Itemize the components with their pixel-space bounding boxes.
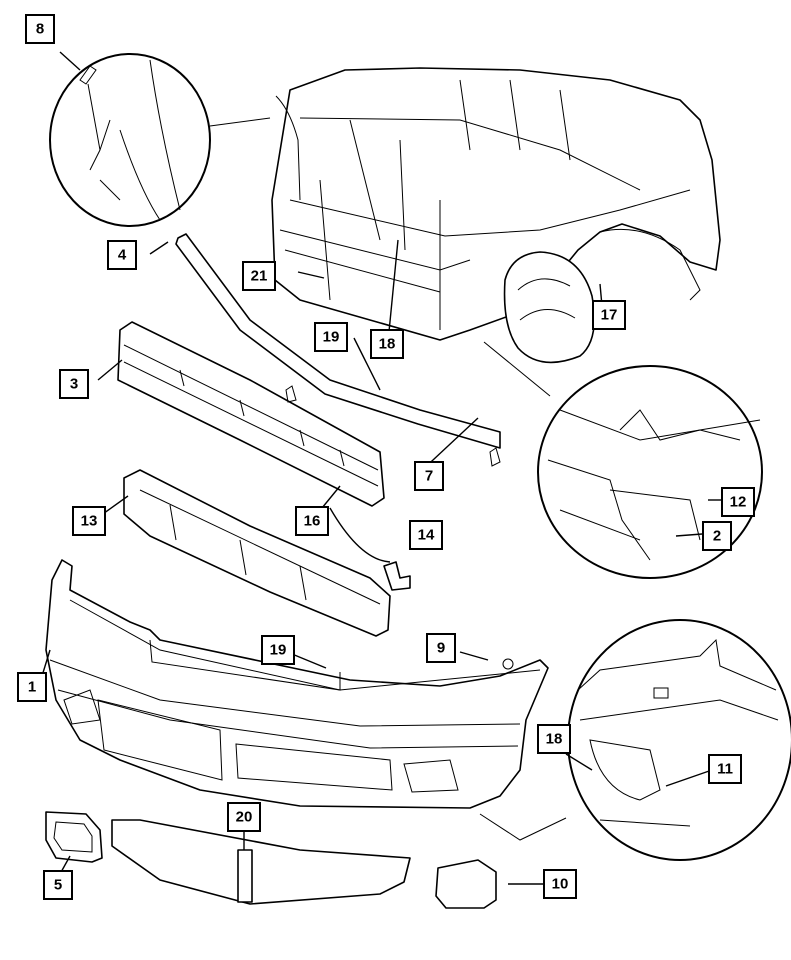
- callout-14-label: 14: [418, 527, 435, 544]
- callout-10: 10: [543, 869, 577, 899]
- callout-4: 4: [107, 240, 137, 270]
- callout-16-label: 16: [304, 513, 321, 530]
- callout-20: 20: [227, 802, 261, 832]
- leader-lines: [41, 51, 724, 885]
- part-20-grille: [111, 819, 411, 905]
- callout-18-detail-label: 18: [546, 731, 563, 748]
- callout-16: 16: [295, 506, 329, 536]
- part-10-cover: [435, 859, 497, 909]
- callout-21: 21: [242, 261, 276, 291]
- callout-3-label: 3: [70, 376, 78, 393]
- part-3-beam: [117, 321, 385, 507]
- callout-3: 3: [59, 369, 89, 399]
- callout-8-label: 8: [36, 21, 44, 38]
- callout-13: 13: [72, 506, 106, 536]
- callout-1: 1: [17, 672, 47, 702]
- callout-12-label: 12: [730, 494, 747, 511]
- callout-12: 12: [721, 487, 755, 517]
- callout-19-mid-label: 19: [270, 642, 287, 659]
- clip-7: [489, 447, 501, 467]
- callout-2: 2: [702, 521, 732, 551]
- callout-18-top: 18: [370, 329, 404, 359]
- callout-19-mid: 19: [261, 635, 295, 665]
- callout-2-label: 2: [713, 528, 721, 545]
- callout-11: 11: [708, 754, 742, 784]
- callout-18-top-label: 18: [379, 336, 396, 353]
- callout-17: 17: [592, 300, 626, 330]
- callout-13-label: 13: [81, 513, 98, 530]
- callout-10-label: 10: [552, 876, 569, 893]
- part-1-fascia: [45, 559, 549, 809]
- callout-18-detail: 18: [537, 724, 571, 754]
- part-5-bezel: [45, 811, 103, 863]
- callout-14: 14: [409, 520, 443, 550]
- callout-8: 8: [25, 14, 55, 44]
- part-13-absorber: [123, 469, 391, 637]
- callout-21-label: 21: [251, 268, 268, 285]
- part-4-strip: [175, 233, 501, 449]
- callout-7: 7: [414, 461, 444, 491]
- part-14-bracket: [383, 561, 411, 591]
- clip-19-top: [285, 385, 297, 403]
- callout-9-label: 9: [437, 640, 445, 657]
- callout-11-label: 11: [717, 761, 733, 778]
- detail-circle-8: [49, 53, 271, 227]
- callout-20-label: 20: [236, 809, 253, 826]
- callout-5-label: 5: [54, 877, 62, 894]
- detail-circle-11-18: [479, 619, 791, 861]
- callout-9: 9: [426, 633, 456, 663]
- callout-17-label: 17: [601, 307, 618, 324]
- callout-7-label: 7: [425, 468, 433, 485]
- callout-1-label: 1: [28, 679, 36, 696]
- vehicle-front-structure: [271, 67, 721, 364]
- callout-19-top: 19: [314, 322, 348, 352]
- callout-4-label: 4: [118, 247, 127, 264]
- callout-5: 5: [43, 870, 73, 900]
- callout-19-top-label: 19: [323, 329, 340, 346]
